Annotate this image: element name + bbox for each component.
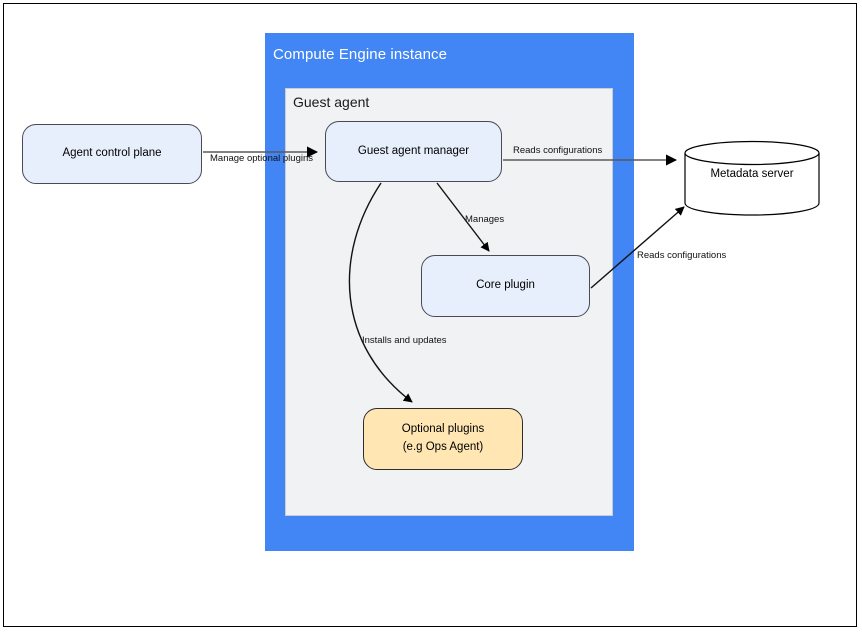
edge-label-reads-configurations-manager: Reads configurations: [513, 145, 603, 156]
node-agent-control-plane-label: Agent control plane: [62, 147, 162, 160]
node-guest-agent-manager-label: Guest agent manager: [357, 144, 470, 157]
node-metadata-server-label: Metadata server: [710, 168, 794, 180]
node-core-plugin[interactable]: Core plugin: [421, 255, 590, 317]
edge-label-manage-optional-plugins: Manage optional plugins: [210, 153, 313, 164]
edge-label-manages: Manages: [465, 214, 505, 225]
node-optional-plugins-label-line1: Optional plugins: [401, 423, 485, 436]
node-core-plugin-label: Core plugin: [476, 279, 535, 292]
edge-label-installs-and-updates: Installs and updates: [362, 335, 447, 346]
edge-label-reads-configurations-core: Reads configurations: [637, 250, 727, 261]
node-agent-control-plane[interactable]: Agent control plane: [22, 124, 202, 184]
compute-engine-instance-label: Compute Engine instance: [273, 46, 448, 63]
node-guest-agent-manager[interactable]: Guest agent manager: [325, 121, 502, 182]
node-optional-plugins[interactable]: Optional plugins (e.g Ops Agent): [363, 408, 523, 470]
node-metadata-server[interactable]: [684, 140, 820, 216]
node-optional-plugins-label-line2: (e.g Ops Agent): [402, 441, 484, 453]
image-frame-border: [3, 3, 857, 627]
guest-agent-label: Guest agent: [293, 94, 370, 110]
